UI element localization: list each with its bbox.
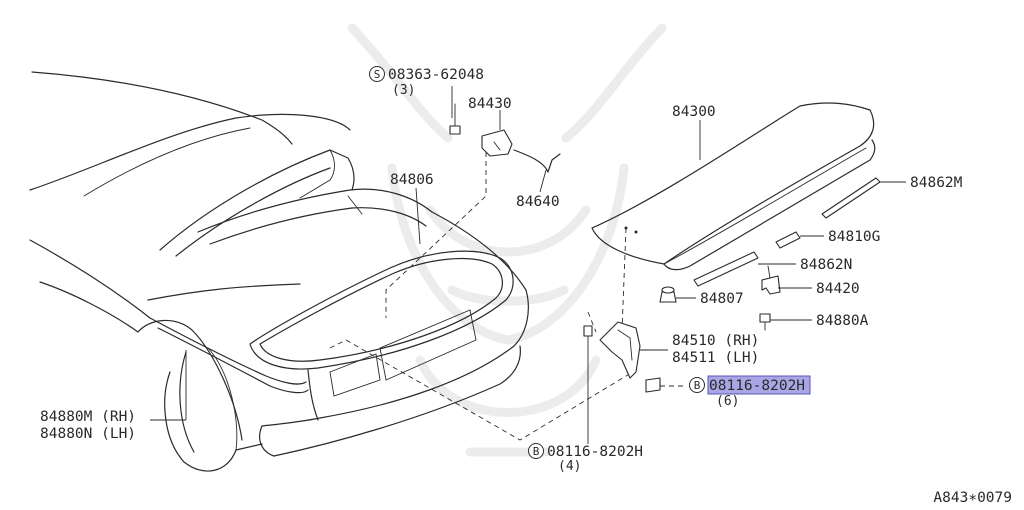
bolt-quantity-four: (4) <box>558 459 581 474</box>
part-number-84807[interactable]: 84807 <box>700 291 744 307</box>
selected-part-highlight <box>707 375 811 395</box>
leader-lines <box>150 86 906 444</box>
bolt-quantity-six: (6) <box>716 394 739 409</box>
part-number-08363-62048[interactable]: 08363-62048 <box>388 67 484 83</box>
part-number-84511-lh[interactable]: 84511 (LH) <box>672 350 759 366</box>
part-number-84862N[interactable]: 84862N <box>800 257 852 273</box>
svg-text:B: B <box>533 445 540 458</box>
weatherstrip-parts <box>693 177 881 287</box>
part-number-84806[interactable]: 84806 <box>390 172 434 188</box>
hardware-parts <box>449 103 781 441</box>
assembly-dashed-lines <box>329 152 686 441</box>
part-number-84420[interactable]: 84420 <box>816 281 860 297</box>
svg-text:B: B <box>694 379 701 392</box>
part-number-84640[interactable]: 84640 <box>516 194 560 210</box>
diagram-reference-id: A843∗0079 <box>933 490 1012 506</box>
bolt-symbol-B-4: B <box>528 443 544 459</box>
part-number-08116-8202H-four[interactable]: 08116-8202H <box>547 444 643 460</box>
part-number-84430[interactable]: 84430 <box>468 96 512 112</box>
part-number-84510-rh[interactable]: 84510 (RH) <box>672 333 759 349</box>
screw-quantity: (3) <box>392 83 415 98</box>
part-number-08116-8202H-six[interactable]: 08116-8202H <box>709 378 805 394</box>
part-number-84300[interactable]: 84300 <box>672 104 716 120</box>
svg-text:S: S <box>374 68 381 81</box>
bolt-symbol-B-6: B <box>689 377 705 393</box>
trunk-lid-84300 <box>591 102 876 271</box>
part-number-84810G[interactable]: 84810G <box>828 229 880 245</box>
part-number-84880N-lh[interactable]: 84880N (LH) <box>40 426 136 442</box>
car-body-outline <box>29 71 529 472</box>
part-number-84880A[interactable]: 84880A <box>816 313 869 329</box>
screw-symbol-S: S <box>369 66 385 82</box>
part-number-84880M-rh[interactable]: 84880M (RH) <box>40 409 136 425</box>
watermark-emblem <box>347 23 667 457</box>
part-number-84862M[interactable]: 84862M <box>910 175 963 191</box>
